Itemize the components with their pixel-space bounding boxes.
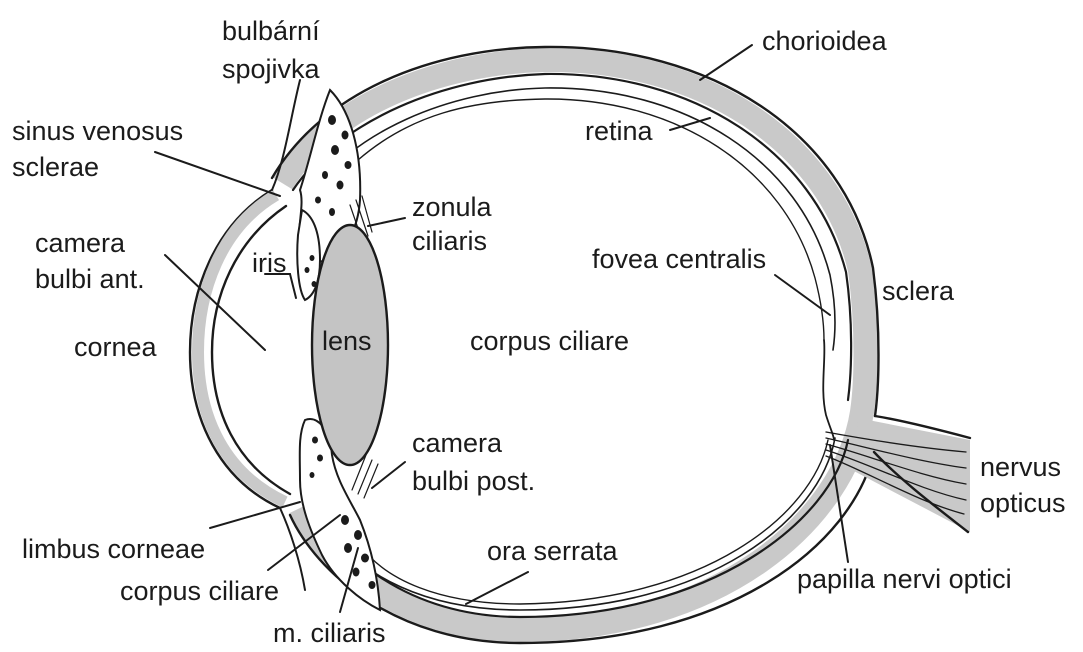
- label-camera-ant-2: bulbi ant.: [35, 264, 145, 294]
- leader-zonula: [368, 218, 405, 226]
- label-camera-ant-1: camera: [35, 228, 126, 258]
- labels: bulbární spojivka chorioidea sinus venos…: [12, 16, 1066, 648]
- label-bulbarni-1: bulbární: [222, 16, 320, 46]
- label-camera-post-2: bulbi post.: [412, 466, 535, 496]
- leader-fovea: [775, 275, 830, 315]
- label-ciliaris: m. ciliaris: [273, 618, 386, 648]
- leader-chorioidea: [700, 45, 752, 80]
- label-chorioidea: chorioidea: [762, 26, 888, 56]
- leader-sinus: [155, 152, 280, 196]
- label-fovea: fovea centralis: [592, 244, 766, 274]
- leader-ora: [466, 572, 528, 604]
- label-bulbarni-2: spojivka: [222, 54, 321, 84]
- label-sinus-1: sinus venosus: [12, 116, 183, 146]
- label-lens: lens: [322, 326, 372, 356]
- label-camera-post-1: camera: [412, 428, 503, 458]
- chorioidea-line-lower: [330, 438, 835, 610]
- label-ora: ora serrata: [487, 536, 619, 566]
- label-cornea: cornea: [74, 332, 158, 362]
- label-corpus-center: corpus ciliare: [470, 326, 629, 356]
- fovea-dip: [823, 340, 834, 440]
- label-sclera: sclera: [882, 276, 955, 306]
- label-sinus-2: sclerae: [12, 152, 99, 182]
- label-retina: retina: [585, 116, 654, 146]
- label-corpus-bottom: corpus ciliare: [120, 576, 279, 606]
- label-zonula-2: ciliaris: [412, 226, 487, 256]
- retina-line-lower: [360, 440, 828, 604]
- label-nervus-1: nervus: [980, 452, 1061, 482]
- label-limbus: limbus corneae: [22, 534, 205, 564]
- label-zonula-1: zonula: [412, 192, 493, 222]
- label-iris: iris: [252, 248, 287, 278]
- label-nervus-2: opticus: [980, 488, 1066, 518]
- label-papilla: papilla nervi optici: [797, 564, 1012, 594]
